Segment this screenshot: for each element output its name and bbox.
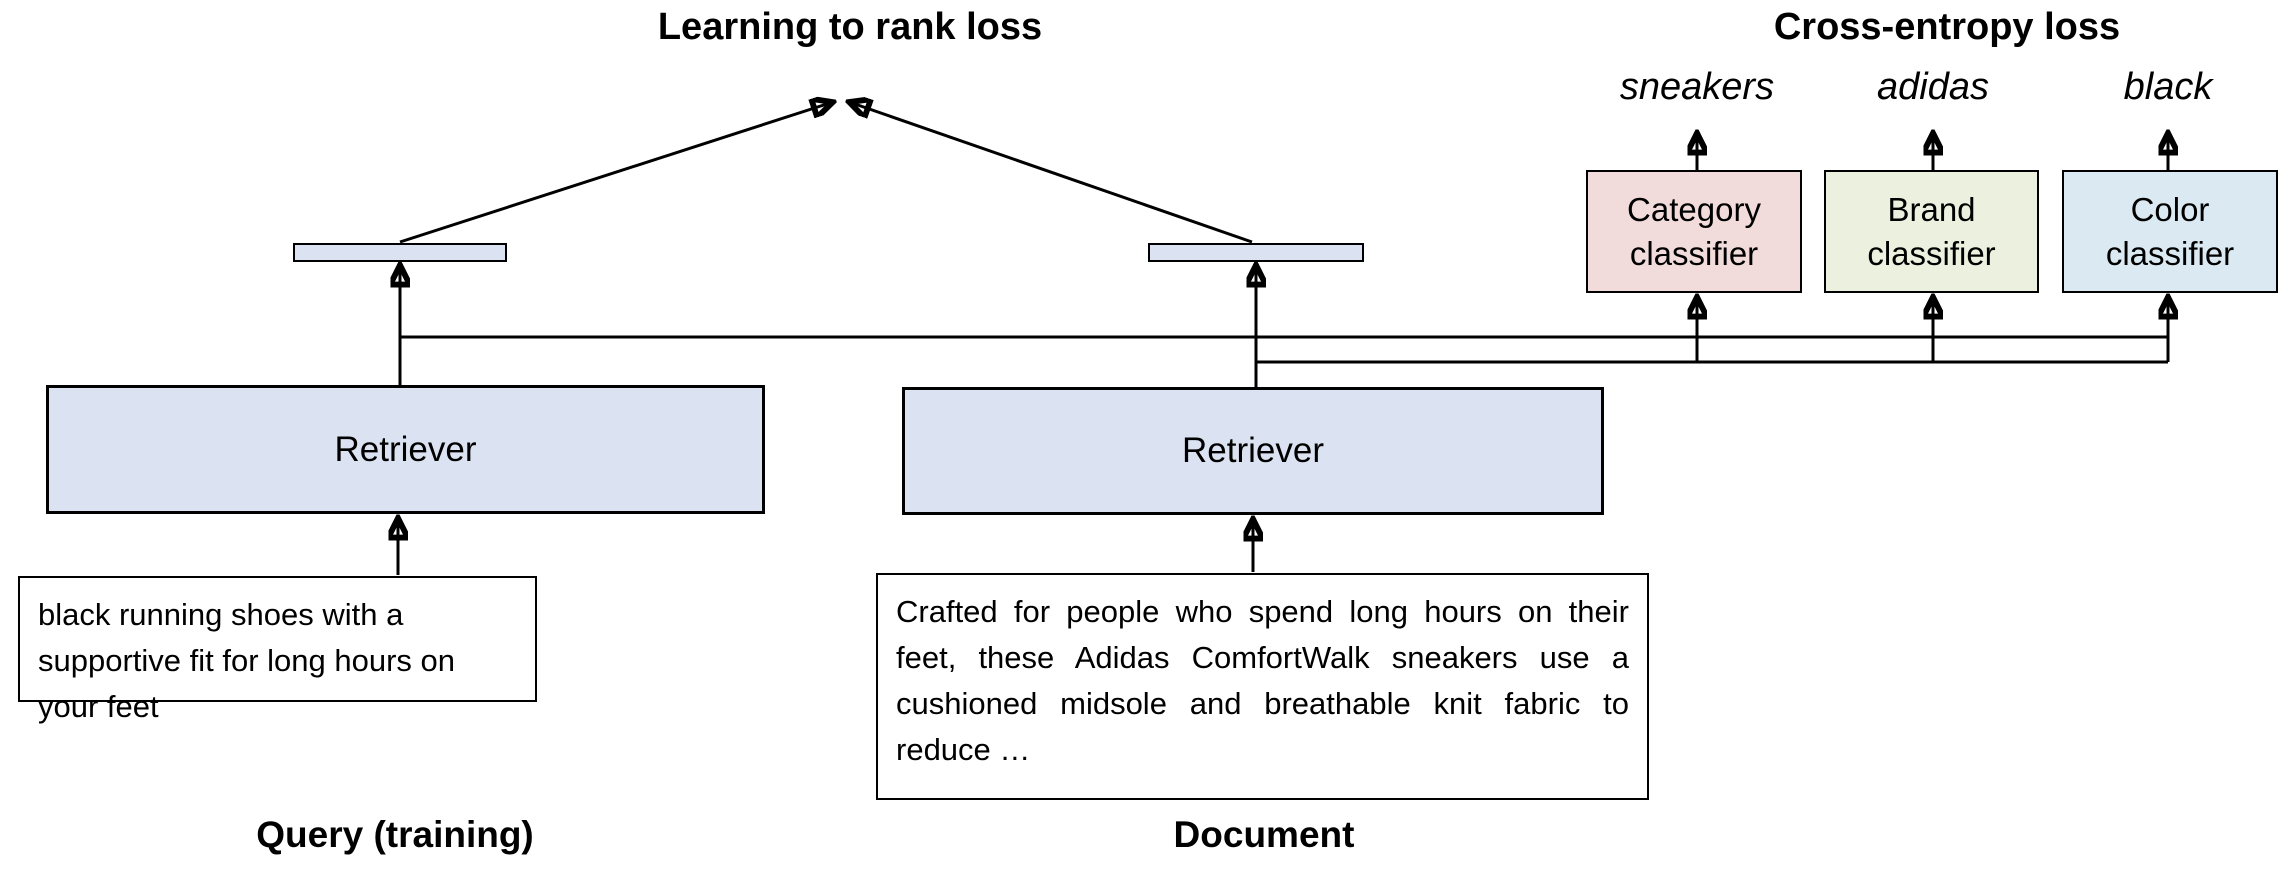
brand-classifier-box: Brand classifier — [1824, 170, 2039, 293]
doc-retriever-box: Retriever — [902, 387, 1604, 515]
brand-prediction-label: adidas — [1877, 66, 1989, 108]
query-embedding-to-rank-loss-arrow — [399, 103, 830, 244]
doc-embedding-bar — [1148, 243, 1364, 262]
query-caption: Query (training) — [256, 814, 534, 855]
document-caption: Document — [1173, 814, 1355, 855]
doc-text-box: Crafted for people who spend long hours … — [876, 573, 1649, 800]
color-classifier-box: Color classifier — [2062, 170, 2278, 293]
doc-embedding-to-rank-loss-arrow — [852, 103, 1253, 244]
cross-entropy-loss-title: Cross-entropy loss — [1773, 6, 2121, 48]
category-classifier-box: Category classifier — [1586, 170, 1802, 293]
category-prediction-label: sneakers — [1619, 66, 1775, 108]
query-retriever-box: Retriever — [46, 385, 765, 514]
color-prediction-label: black — [2123, 66, 2213, 108]
learning-to-rank-loss-title: Learning to rank loss — [657, 6, 1043, 48]
query-text-box: black running shoes with a supportive fi… — [18, 576, 537, 724]
query-embedding-bar — [293, 243, 507, 262]
